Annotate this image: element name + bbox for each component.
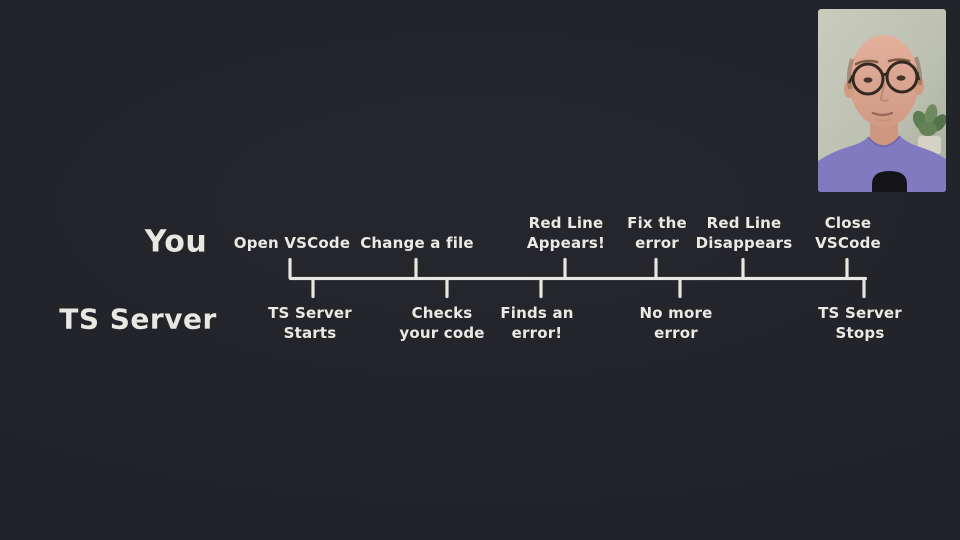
server-event-ts-server-stops: TS Server Stops (818, 304, 902, 342)
server-event-ts-server-starts: TS Server Starts (268, 304, 352, 342)
tick-down-ts-server-stops (862, 278, 866, 298)
eye-left (863, 77, 873, 83)
tick-down-finds-an-error (539, 278, 543, 298)
glasses (847, 60, 921, 96)
timeline-axis (289, 277, 867, 280)
tick-up-change-a-file (414, 258, 418, 279)
server-event-no-more-error: No more error (639, 304, 713, 342)
tick-down-checks-your-code (445, 278, 449, 298)
tick-up-red-line-appears (563, 258, 567, 279)
shirt (818, 136, 946, 192)
row-label-ts-server: TS Server (59, 302, 217, 336)
you-event-change-a-file: Change a file (360, 234, 474, 252)
server-event-finds-an-error: Finds an error! (500, 304, 574, 342)
you-event-close-vscode: Close VSCode (815, 214, 881, 252)
tick-up-open-vscode (288, 258, 292, 279)
tick-down-ts-server-starts (311, 278, 315, 298)
tick-up-red-line-disappears (741, 258, 745, 279)
webcam-overlay (818, 9, 946, 192)
row-label-you: You (144, 224, 208, 260)
server-event-checks-your-code: Checks your code (399, 304, 485, 342)
presenter-video-frame (818, 9, 946, 192)
presenter (818, 35, 946, 192)
eye-right (896, 75, 906, 81)
you-event-open-vscode: Open VSCode (233, 234, 351, 252)
you-event-red-line-appears: Red Line Appears! (526, 214, 606, 252)
microphone (872, 171, 907, 192)
you-event-fix-the-error: Fix the error (627, 214, 687, 252)
plant (912, 104, 946, 154)
tick-up-fix-the-error (654, 258, 658, 279)
you-event-red-line-disappears: Red Line Disappears (695, 214, 793, 252)
tick-down-no-more-error (678, 278, 682, 298)
tick-up-close-vscode (845, 258, 849, 279)
